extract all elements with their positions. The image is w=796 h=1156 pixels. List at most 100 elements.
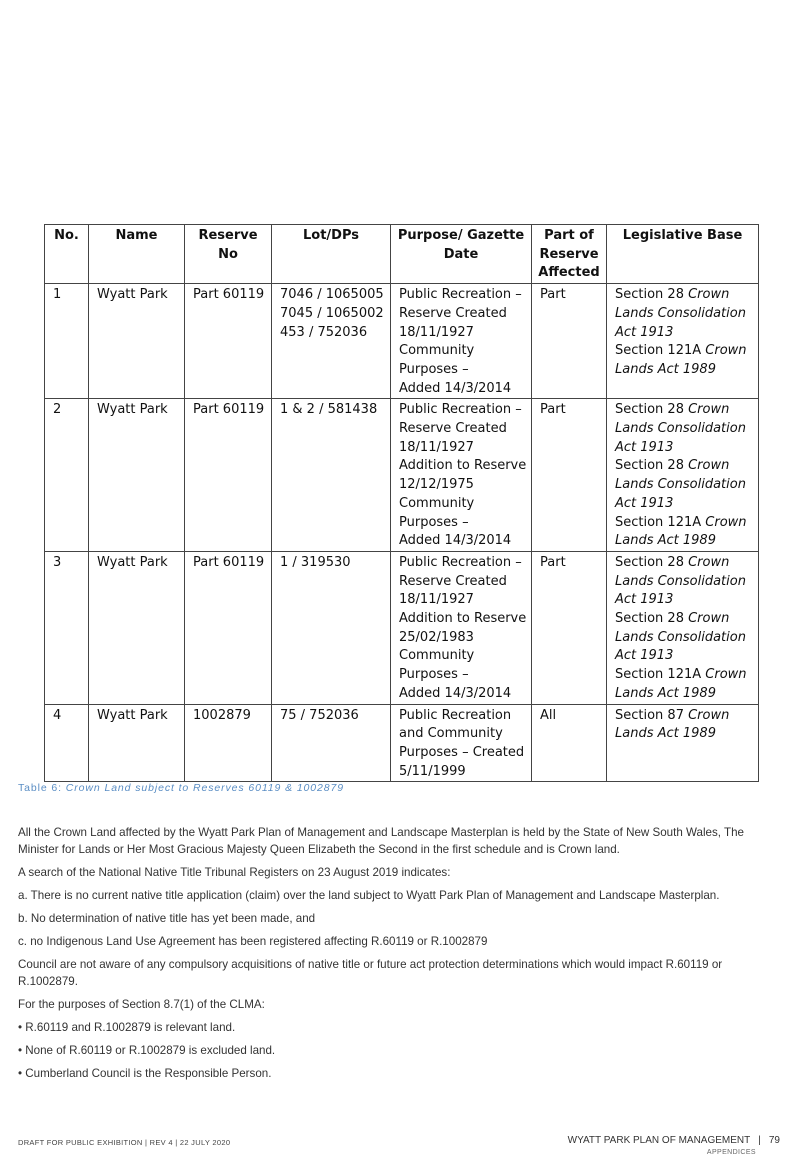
- cell-line: Reserve Created: [399, 421, 507, 437]
- footer-right: WYATT PARK PLAN OF MANAGEMENT|79 APPENDI…: [568, 1135, 780, 1156]
- cell-line: Purposes – Created: [399, 744, 525, 760]
- cell-line: Community: [399, 495, 475, 511]
- legis-italic: Act 1913: [615, 439, 674, 455]
- cell-text: Part: [540, 287, 566, 303]
- legis-italic: Lands Act 1989: [615, 533, 716, 549]
- cell-name: Wyatt Park: [88, 283, 185, 400]
- cell-part: Part: [531, 550, 607, 705]
- cell-line: Lands Act 1989: [615, 532, 752, 551]
- legis-plain: Section 28: [615, 554, 689, 570]
- column-header: Name: [88, 223, 185, 285]
- cell-line: Act 1913: [615, 495, 752, 514]
- header-line: No.: [54, 228, 79, 243]
- paragraph: For the purposes of Section 8.7(1) of th…: [18, 998, 265, 1011]
- legis-italic: Lands Consolidation: [615, 573, 746, 589]
- body-text: All the Crown Land affected by the Wyatt…: [18, 824, 778, 1088]
- legis-italic: Crown: [688, 402, 730, 418]
- cell-line: 453 / 752036: [280, 324, 368, 340]
- cell-text: Part: [540, 402, 566, 418]
- header-line: Reserve: [539, 246, 599, 262]
- cell-line: 75 / 752036: [280, 707, 359, 723]
- header-line: Name: [115, 228, 158, 243]
- cell-text: 4: [53, 707, 62, 723]
- cell-text: 2: [53, 402, 62, 418]
- legis-italic: Act 1913: [615, 324, 674, 340]
- cell-line: Lands Act 1989: [615, 725, 752, 744]
- cell-line: 25/02/1983: [399, 629, 474, 645]
- header-line: Legislative Base: [622, 228, 743, 243]
- caption-title: Crown Land subject to Reserves 60119 & 1…: [65, 782, 344, 794]
- cell-name: Wyatt Park: [88, 703, 185, 783]
- cell-line: 1 / 319530: [280, 554, 351, 570]
- cell-name: Wyatt Park: [88, 398, 185, 552]
- cell-line: Section 121A Crown: [615, 666, 752, 685]
- cell-line: 7046 / 1065005: [280, 287, 384, 303]
- header-line: Affected: [538, 265, 600, 281]
- cell-reserve: Part 60119: [184, 283, 272, 400]
- cell-text: 1: [53, 287, 62, 303]
- cell-text: 3: [53, 554, 62, 570]
- paragraph: • Cumberland Council is the Responsible …: [18, 1067, 272, 1080]
- paragraph: a. There is no current native title appl…: [18, 889, 720, 902]
- legis-plain: Section 121A: [615, 343, 706, 359]
- cell-line: Addition to Reserve: [399, 611, 527, 627]
- cell-line: Public Recreation: [399, 707, 512, 723]
- paragraph: Council are not aware of any compulsory …: [18, 958, 723, 988]
- footer-left: DRAFT FOR PUBLIC EXHIBITION | REV 4 | 22…: [18, 1138, 231, 1147]
- cell-part: Part: [531, 398, 607, 552]
- cell-reserve: Part 60119: [184, 398, 272, 552]
- cell-text: Part 60119: [193, 402, 265, 418]
- cell-line: 1 & 2 / 581438: [280, 402, 378, 418]
- column-header: No.: [44, 223, 89, 285]
- paragraph: • None of R.60119 or R.1002879 is exclud…: [18, 1044, 276, 1057]
- cell-line: 18/11/1927: [399, 592, 474, 608]
- cell-line: Purposes –: [399, 361, 469, 377]
- column-header: Lot/DPs: [271, 223, 391, 285]
- legis-italic: Lands Consolidation: [615, 305, 746, 321]
- cell-text: All: [540, 707, 557, 723]
- header-line: Part of: [544, 228, 594, 243]
- legis-italic: Crown: [688, 707, 730, 723]
- cell-text: Wyatt Park: [97, 402, 168, 418]
- paragraph: c. no Indigenous Land Use Agreement has …: [18, 935, 488, 948]
- legis-italic: Lands Act 1989: [615, 726, 716, 742]
- cell-line: Section 28 Crown: [615, 401, 752, 420]
- cell-line: Section 121A Crown: [615, 342, 752, 361]
- legis-italic: Lands Consolidation: [615, 477, 746, 493]
- cell-line: Lands Consolidation: [615, 305, 752, 324]
- cell-line: Lands Consolidation: [615, 476, 752, 495]
- cell-line: 7045 / 1065002: [280, 305, 384, 321]
- legis-italic: Crown: [705, 343, 747, 359]
- cell-line: Lands Act 1989: [615, 685, 752, 704]
- cell-line: Section 28 Crown: [615, 554, 752, 573]
- cell-line: Section 87 Crown: [615, 707, 752, 726]
- cell-reserve: 1002879: [184, 703, 272, 783]
- cell-line: Purposes –: [399, 514, 469, 530]
- legis-plain: Section 28: [615, 458, 689, 474]
- cell-line: 18/11/1927: [399, 324, 474, 340]
- cell-line: Act 1913: [615, 591, 752, 610]
- cell-no: 1: [44, 283, 89, 400]
- legis-plain: Section 121A: [615, 667, 706, 683]
- table-row: 1 Wyatt Park Part 60119 7046 / 1065005 7045 …: [44, 283, 759, 400]
- paragraph: A search of the National Native Title Tr…: [18, 866, 451, 879]
- legis-italic: Act 1913: [615, 495, 674, 511]
- cell-text: Part: [540, 554, 566, 570]
- legis-italic: Act 1913: [615, 648, 674, 664]
- paragraph: All the Crown Land affected by the Wyatt…: [18, 826, 744, 856]
- legis-italic: Crown: [688, 458, 730, 474]
- column-header: Legislative Base: [606, 223, 759, 285]
- cell-line: and Community: [399, 726, 503, 742]
- cell-text: Wyatt Park: [97, 287, 168, 303]
- cell-line: Reserve Created: [399, 305, 507, 321]
- cell-line: Added 14/3/2014: [399, 380, 512, 396]
- legis-italic: Crown: [688, 611, 730, 627]
